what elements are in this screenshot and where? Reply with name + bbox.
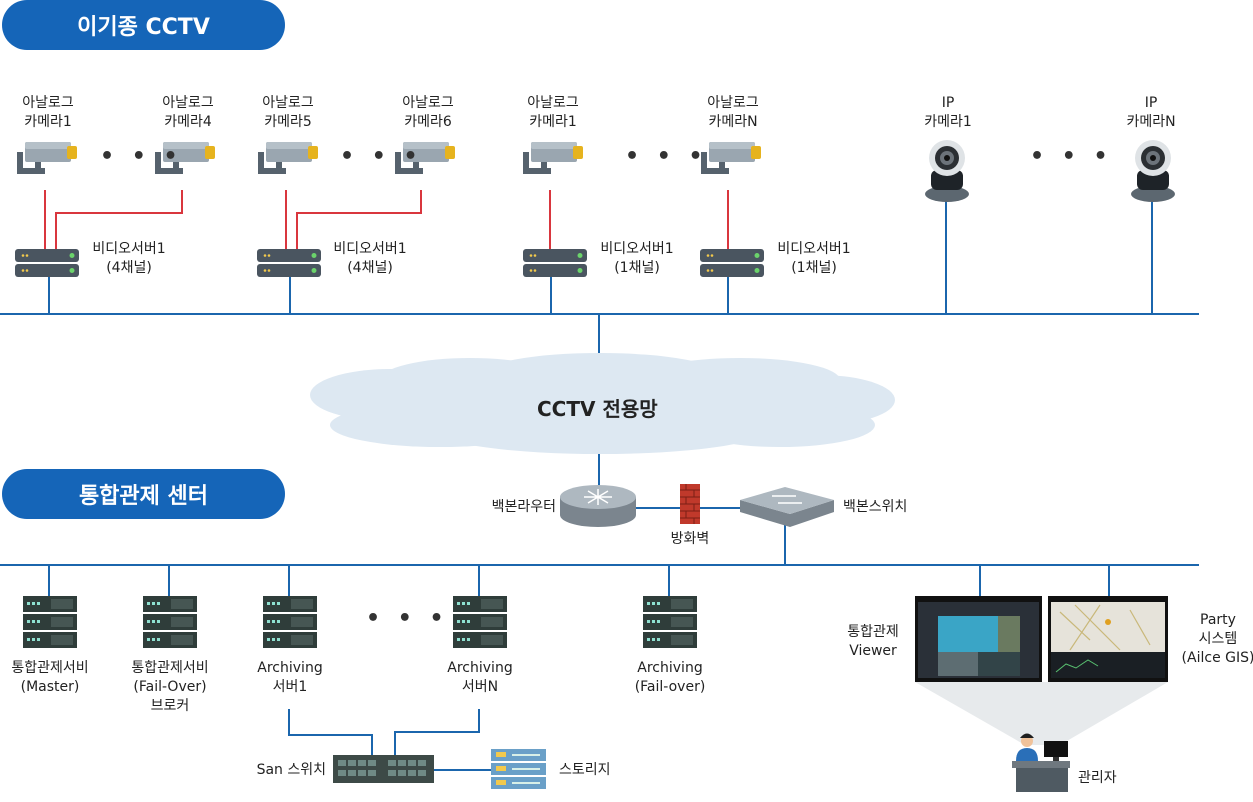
video-server-label: 비디오서버1(4채널) [333, 241, 407, 276]
video-server-label: 비디오서버1(1채널) [777, 241, 851, 276]
section-title-cctv: 이기종 CCTV [2, 0, 285, 50]
video-server-label: 비디오서버1(1채널) [600, 241, 674, 276]
cloud-shape [310, 353, 895, 454]
cloud-label: CCTV 전용망 [537, 397, 658, 421]
video-server-icon [700, 249, 764, 277]
camera-links [44, 190, 729, 250]
firewall-icon [680, 484, 700, 524]
operator-icon [1012, 733, 1070, 792]
analog-camera-icon [17, 142, 77, 174]
viewer-monitor [915, 596, 1042, 682]
ellipsis: • • • [100, 144, 183, 169]
video-server-icon [523, 249, 587, 277]
server-label: Archiving(Fail-over) [634, 660, 706, 695]
server-rack-icon [453, 596, 507, 648]
ip-camera-icon [1131, 140, 1175, 202]
video-server-icon [15, 249, 79, 277]
section-title-center: 통합관제 센터 [2, 469, 285, 519]
party-gis-monitor [1048, 596, 1168, 682]
video-server-label: 비디오서버1(4채널) [92, 241, 166, 276]
san-switch-icon [333, 755, 434, 783]
ellipsis: • • • [340, 144, 423, 169]
ellipsis: • • • [625, 144, 708, 169]
server-label: 통합관제서비(Fail-Over)브로커 [131, 660, 209, 714]
viewing-cone [915, 682, 1168, 745]
server-rack-icon [23, 596, 77, 648]
server-rack-icon [263, 596, 317, 648]
server-rack-icon [643, 596, 697, 648]
switch-label: 백본스위치 [843, 499, 908, 515]
router-label: 백본라우터 [491, 499, 556, 515]
ellipsis: • • • [366, 606, 449, 631]
switch-icon [740, 487, 834, 527]
san-switch-label: San 스위치 [256, 762, 326, 778]
ellipsis: • • • [1030, 144, 1113, 169]
analog-camera-icon [523, 142, 583, 174]
server-rack-icon [143, 596, 197, 648]
storage-icon [491, 749, 546, 789]
server-label: 통합관제서비(Master) [11, 660, 89, 695]
storage-label: 스토리지 [559, 762, 611, 778]
operator-label: 관리자 [1078, 770, 1117, 786]
firewall-label: 방화벽 [670, 531, 710, 547]
ip-camera-icon [925, 140, 969, 202]
video-server-icon [257, 249, 321, 277]
analog-camera-icon [258, 142, 318, 174]
router-icon [560, 485, 636, 527]
analog-camera-icon [701, 142, 761, 174]
server-bus-links [48, 200, 1153, 771]
